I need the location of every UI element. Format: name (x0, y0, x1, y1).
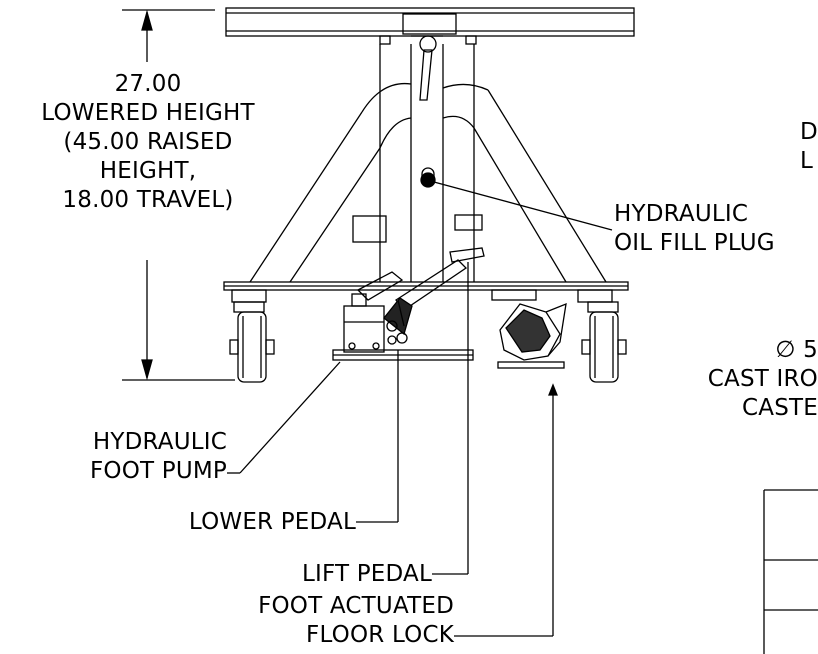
callout-line: LOWER PEDAL (188, 509, 356, 535)
callout-leaders (227, 262, 554, 637)
left-caster (229, 301, 275, 383)
floor-lock-mechanism (491, 289, 567, 396)
dimension-line: HEIGHT, (99, 158, 197, 184)
center-column (379, 35, 475, 282)
left-leg (249, 82, 412, 283)
dimension-line: (45.00 RAISED (63, 129, 233, 155)
base-frame (223, 281, 629, 303)
caster-line: ∅ 5 (775, 337, 818, 363)
table-top (225, 7, 635, 45)
right-leg (442, 83, 607, 283)
note-line: L (800, 148, 814, 174)
callout-line: HYDRAULIC (614, 201, 749, 227)
callout-line: OIL FILL PLUG (614, 230, 775, 256)
partial-note-label: D L (800, 118, 818, 176)
caster-line: CASTE (742, 395, 818, 421)
right-slot (454, 214, 483, 231)
foot-pump-body (343, 293, 385, 353)
left-slot (352, 215, 387, 243)
height-dimension-label: 27.00 LOWERED HEIGHT (45.00 RAISED HEIGH… (0, 70, 296, 215)
dimension-line: LOWERED HEIGHT (41, 100, 255, 126)
caster-label: ∅ 5 CAST IRO CASTE (640, 336, 818, 423)
oil-fill-plug (420, 172, 613, 231)
callout-line: HYDRAULIC (92, 429, 227, 455)
pump-base-plate (332, 349, 474, 361)
callout-line: FOOT PUMP (89, 458, 227, 484)
oil-fill-plug-label: HYDRAULIC OIL FILL PLUG (614, 200, 775, 258)
dimension-line: 27.00 (114, 71, 182, 97)
caster-line: CAST IRO (707, 366, 818, 392)
right-caster (581, 301, 627, 383)
pedal-mechanism (356, 247, 485, 345)
lower-pedal-label: LOWER PEDAL (0, 508, 356, 537)
callout-line: FOOT ACTUATED (258, 593, 454, 619)
callout-line: FLOOR LOCK (306, 622, 454, 648)
foot-pump-label: HYDRAULIC FOOT PUMP (0, 428, 227, 486)
dimension-line: 18.00 TRAVEL) (62, 187, 234, 213)
note-line: D (800, 119, 818, 145)
lift-pedal-label: LIFT PEDAL (0, 560, 432, 589)
floor-lock-label: FOOT ACTUATED FLOOR LOCK (0, 592, 454, 650)
callout-line: LIFT PEDAL (301, 561, 432, 587)
height-dimension (122, 9, 235, 381)
bom-table-partial (763, 489, 818, 654)
